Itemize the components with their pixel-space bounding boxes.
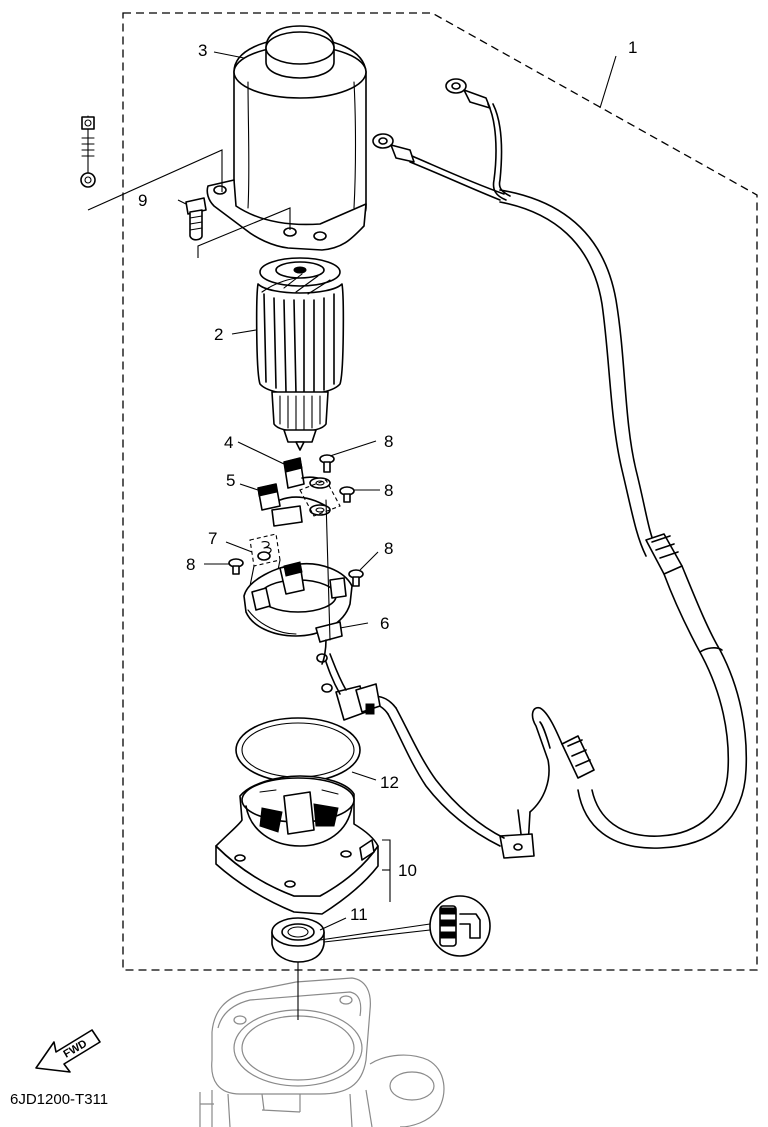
bolt (185, 197, 207, 241)
brush-holder (243, 499, 353, 665)
callout-4: 4 (224, 433, 233, 452)
callout-8-lower-right: 8 (384, 539, 393, 558)
callout-5: 5 (226, 471, 235, 490)
callout-8-upper: 8 (384, 432, 393, 451)
screw-lower-right (348, 569, 364, 587)
lead-wire-assembly (316, 78, 748, 859)
callout-8-right: 8 (384, 481, 393, 500)
o-ring (235, 717, 361, 783)
callout-leaders (177, 51, 617, 931)
screw-upper (319, 454, 335, 473)
brush-spring (249, 533, 281, 587)
washer-terminal-upper (309, 477, 331, 489)
screw-left (228, 558, 244, 575)
starter-yoke (206, 25, 367, 251)
lower-bracket (215, 775, 379, 915)
callout-1: 1 (628, 38, 637, 57)
sealant-application-symbol (319, 895, 491, 957)
forward-direction-arrow: FWD (35, 1029, 101, 1073)
callout-11: 11 (350, 905, 368, 924)
engine-mount-ghost (199, 977, 445, 1127)
callout-3: 3 (198, 41, 207, 60)
assembly-boundary (122, 12, 758, 971)
torque-reference-symbol (80, 115, 291, 258)
brush-plate-assembly (257, 479, 341, 527)
callout-9: 9 (138, 191, 147, 210)
callout-6: 6 (380, 614, 389, 633)
callout-12: 12 (380, 773, 399, 792)
callout-7: 7 (208, 529, 217, 548)
diagram-code: 6JD1200-T311 (10, 1091, 108, 1108)
callout-10: 10 (398, 861, 417, 880)
bearing (271, 917, 325, 1020)
screw-right (339, 486, 355, 503)
armature (255, 257, 345, 451)
callout-8-left: 8 (186, 555, 195, 574)
callout-2: 2 (214, 325, 223, 344)
brush-upper (283, 457, 329, 489)
